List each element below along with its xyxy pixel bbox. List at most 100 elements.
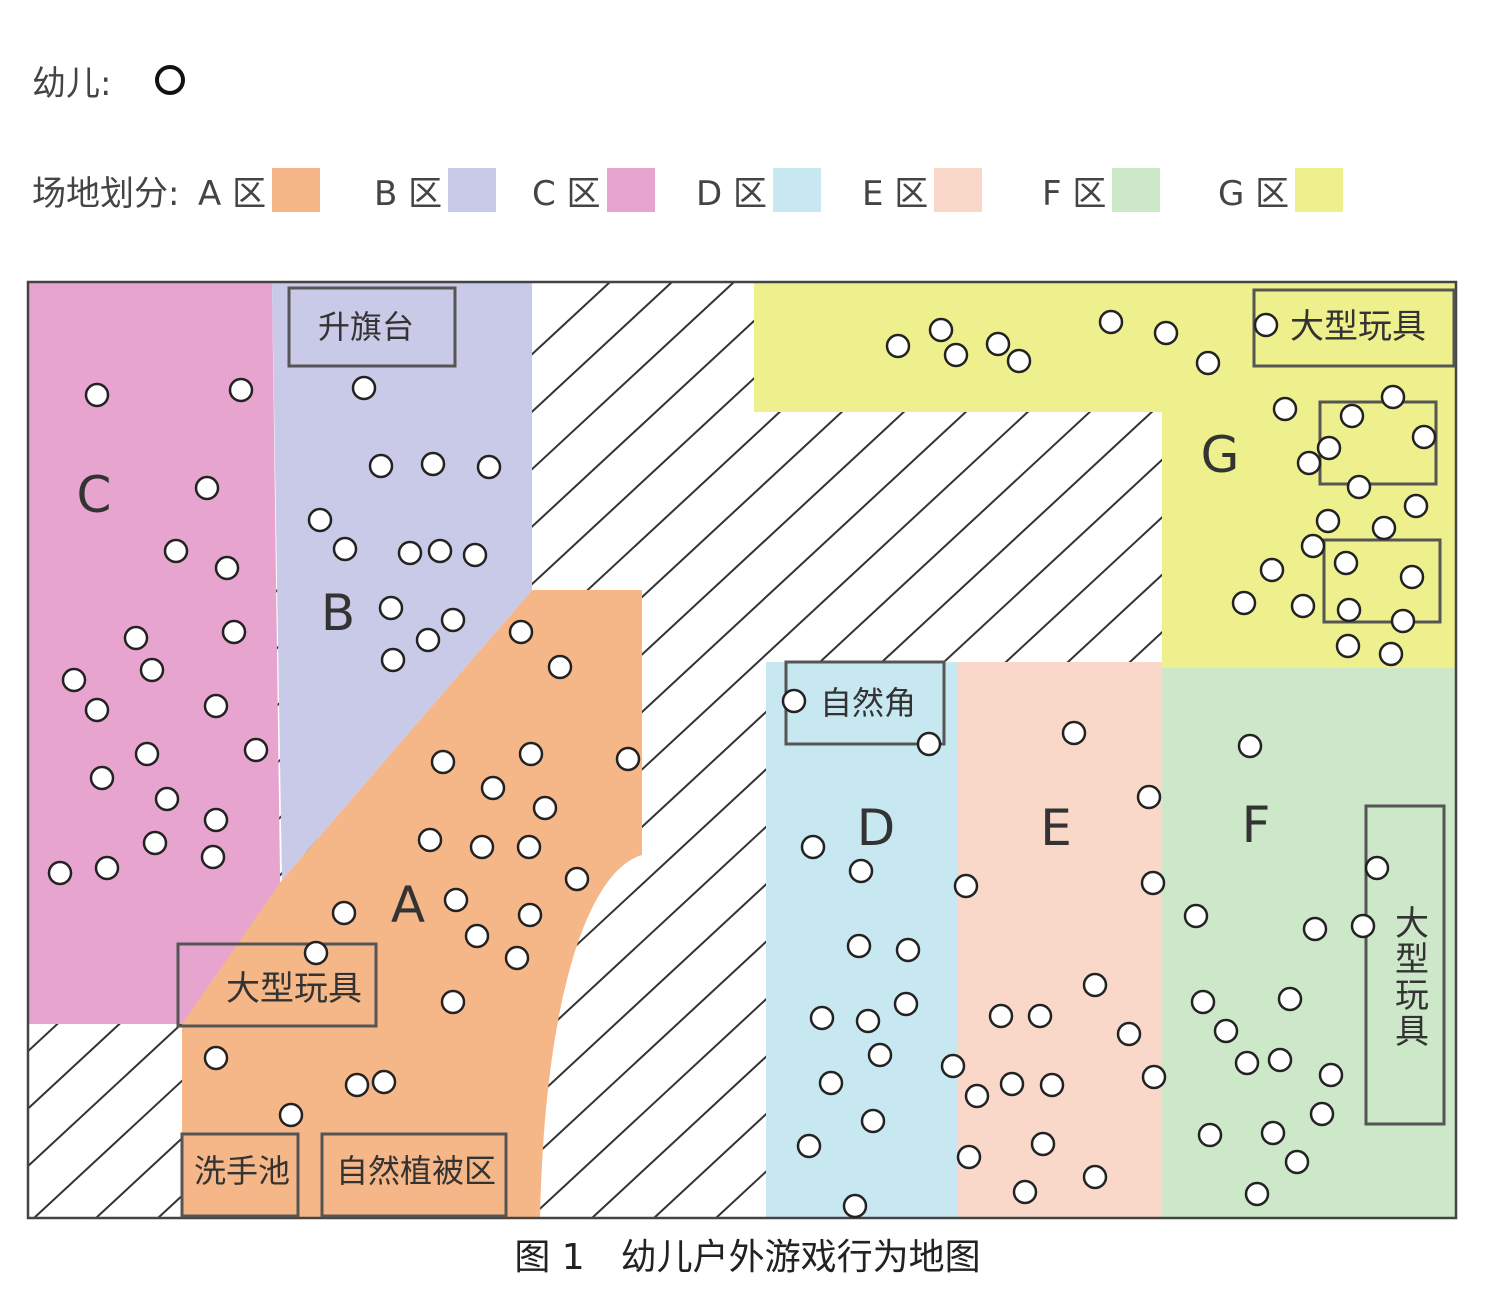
child-marker <box>1141 1064 1167 1090</box>
child-marker <box>203 1045 229 1071</box>
child-marker <box>1259 557 1285 583</box>
child-marker <box>1318 1062 1344 1088</box>
child-marker <box>1284 1149 1310 1175</box>
child-marker <box>417 827 443 853</box>
zone-d-letter: D <box>857 799 896 857</box>
child-marker <box>508 619 534 645</box>
legend-zone-c-text: C 区 <box>532 173 601 214</box>
legend-zone-d-swatch <box>773 168 821 212</box>
child-marker <box>94 855 120 881</box>
child-marker <box>956 1144 982 1170</box>
map-border <box>26 280 1458 1220</box>
child-marker <box>221 619 247 645</box>
child-marker <box>1390 608 1416 634</box>
child-marker <box>1336 597 1362 623</box>
legend-zone-b: B 区 <box>374 162 497 218</box>
legend-zones: 场地划分: A 区 B 区 C 区 D 区 E 区 F 区 G 区 <box>32 162 1472 218</box>
legend-zone-d: D 区 <box>696 162 821 218</box>
child-marker <box>615 746 641 772</box>
child-marker <box>351 375 377 401</box>
child-marker <box>440 989 466 1015</box>
child-marker <box>842 1193 868 1219</box>
children-markers <box>47 309 1437 1219</box>
zone-a-letter: A <box>391 876 425 934</box>
legend-child-label: 幼儿: <box>32 63 112 104</box>
child-marker <box>139 657 165 683</box>
child-marker <box>985 331 1011 357</box>
child-marker <box>1316 435 1342 461</box>
child-marker <box>1183 903 1209 929</box>
child-marker <box>1027 1003 1053 1029</box>
child-marker <box>397 540 423 566</box>
child-marker <box>134 741 160 767</box>
child-marker <box>1403 493 1429 519</box>
child-marker <box>532 795 558 821</box>
zone-b-letter: B <box>321 584 355 642</box>
large-toy-a-box <box>176 942 378 1028</box>
large-toy-a-label: 大型玩具 <box>226 969 362 1009</box>
child-marker <box>1272 396 1298 422</box>
child-marker <box>1267 1047 1293 1073</box>
child-marker <box>516 834 542 860</box>
child-marker <box>1333 550 1359 576</box>
child-marker <box>1082 1164 1108 1190</box>
child-marker <box>1061 720 1087 746</box>
child-marker <box>885 333 911 359</box>
child-marker <box>781 688 807 714</box>
zone-c-letter: C <box>77 466 112 524</box>
child-marker <box>331 900 357 926</box>
child-marker <box>1411 424 1437 450</box>
child-marker <box>344 1072 370 1098</box>
child-marker <box>800 834 826 860</box>
child-marker <box>464 923 490 949</box>
child-marker <box>895 937 921 963</box>
child-marker <box>163 538 189 564</box>
child-marker <box>964 1083 990 1109</box>
child-marker <box>518 741 544 767</box>
vegetation-area-label: 自然植被区 <box>336 1152 496 1190</box>
large-toy-g-label: 大型玩具 <box>1290 307 1426 347</box>
child-marker <box>1197 1122 1223 1148</box>
child-marker <box>194 475 220 501</box>
child-marker <box>1116 1021 1142 1047</box>
child-marker <box>1300 533 1326 559</box>
child-marker <box>953 873 979 899</box>
flag-platform-box <box>287 286 457 368</box>
child-marker <box>867 1042 893 1068</box>
child-marker <box>988 1003 1014 1029</box>
child-marker <box>1082 972 1108 998</box>
child-marker <box>1237 733 1263 759</box>
legend-zone-f: F 区 <box>1042 162 1161 218</box>
vegetation-area-box <box>320 1132 508 1218</box>
child-marker <box>1098 309 1124 335</box>
wash-basin-label: 洗手池 <box>194 1152 290 1190</box>
child-marker <box>1136 784 1162 810</box>
child-marker <box>517 902 543 928</box>
legend-zone-c: C 区 <box>532 162 655 218</box>
legend-zone-a-text: A 区 <box>198 173 267 214</box>
zone-c-area <box>28 282 282 1024</box>
child-marker <box>278 1102 304 1128</box>
child-marker <box>1339 403 1365 429</box>
legend-zone-a-swatch <box>272 168 321 212</box>
child-marker <box>893 991 919 1017</box>
child-marker <box>371 1069 397 1095</box>
figure-caption: 图 1 幼儿户外游戏行为地图 <box>514 1237 981 1278</box>
legend-zone-c-swatch <box>606 168 655 212</box>
legend-zone-e-swatch <box>934 168 983 212</box>
large-toy-f-box <box>1364 804 1446 1126</box>
legend-zone-b-swatch <box>448 168 497 212</box>
legend-child: 幼儿: <box>32 52 186 108</box>
child-marker <box>1399 564 1425 590</box>
child-marker <box>200 844 226 870</box>
child-marker <box>462 542 488 568</box>
zone-e-letter: E <box>1040 799 1072 857</box>
child-marker <box>1380 384 1406 410</box>
child-marker <box>547 654 573 680</box>
child-marker <box>228 377 254 403</box>
child-marker <box>1006 348 1032 374</box>
child-marker <box>504 945 530 971</box>
child-marker <box>203 693 229 719</box>
child-marker <box>142 830 168 856</box>
